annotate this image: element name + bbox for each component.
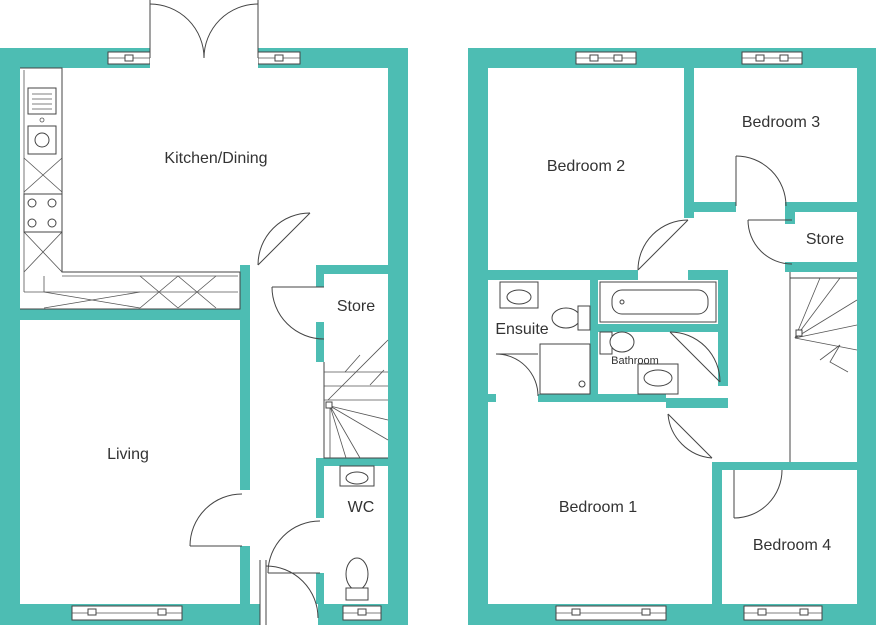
wc-basin — [339, 465, 375, 487]
room-label-bedroom3: Bedroom 3 — [742, 114, 820, 131]
ff-door-bathroom — [669, 331, 721, 383]
ff-door-ensuite — [495, 353, 539, 397]
ff-wall-ensuite-right — [590, 280, 598, 400]
ensuite-toilet — [551, 305, 591, 331]
bathroom-toilet — [599, 331, 635, 355]
ff-door-store — [747, 219, 793, 265]
ff-window-b3 — [741, 51, 803, 65]
gf-door-wc — [267, 520, 321, 574]
room-label-ensuite: Ensuite — [495, 321, 548, 338]
gf-wall-wc-top — [316, 458, 390, 466]
wc-toilet — [345, 557, 369, 601]
gf-front-door — [259, 560, 319, 625]
ff-door-b1 — [667, 413, 713, 459]
ff-door-b3 — [735, 155, 787, 207]
ff-wall-b2-right — [684, 68, 694, 218]
gf-wall-hall-left-lower — [240, 546, 250, 606]
ground-floor: Kitchen/Dining Living Store WC — [0, 0, 408, 625]
gf-wall-store-top — [316, 265, 390, 274]
ff-wall-store-bottom — [785, 262, 857, 272]
first-floor: Bedroom 2 Bedroom 3 Store Ensuite Bathro… — [468, 48, 876, 625]
ff-window-b4 — [743, 605, 823, 621]
gf-wall-right — [388, 48, 408, 625]
ff-wall-bath-right — [718, 270, 728, 386]
room-label-kitchen: Kitchen/Dining — [164, 150, 267, 167]
room-label-ff-store: Store — [806, 231, 844, 248]
ff-wall-b1-right — [712, 464, 722, 606]
kitchen-counter — [20, 67, 241, 310]
ff-door-b2 — [637, 219, 689, 271]
ff-wall-b2-bottom-right — [688, 270, 726, 280]
ensuite-shower — [539, 343, 591, 395]
gf-wall-store-left — [316, 265, 324, 287]
gf-door-living — [189, 493, 243, 547]
ff-wall-b3-bottom-left — [684, 202, 736, 212]
ff-stairs — [789, 272, 858, 462]
ff-wall-ensuite-bottom — [538, 394, 666, 402]
room-label-bedroom2: Bedroom 2 — [547, 158, 625, 175]
ff-wall-b3-bottom-right — [785, 202, 857, 212]
gf-door-kitchen — [257, 212, 311, 266]
room-label-bathroom: Bathroom — [611, 355, 659, 367]
ff-wall-ensuite-left-bottom — [488, 394, 496, 402]
ff-wall-left — [468, 48, 488, 625]
kitchen-hob — [23, 193, 63, 233]
ff-wall-right — [857, 48, 876, 625]
ff-window-b2 — [575, 51, 637, 65]
ff-window-b1 — [555, 605, 667, 621]
bathroom-basin — [637, 363, 679, 395]
ff-wall-b4-top — [712, 462, 857, 470]
room-label-bedroom1: Bedroom 1 — [559, 499, 637, 516]
gf-wall-wc-left-lower — [316, 573, 324, 606]
room-label-bedroom4: Bedroom 4 — [753, 537, 831, 554]
gf-window-living — [71, 605, 183, 621]
ff-wall-bath-div — [598, 324, 718, 332]
room-label-gf-store: Store — [337, 298, 375, 315]
gf-wall-store-left-lower — [316, 322, 324, 362]
kitchen-cabinet-crosses — [23, 157, 217, 309]
gf-wall-left — [0, 48, 20, 625]
gf-stairs — [323, 339, 389, 459]
kitchen-sink — [27, 87, 57, 155]
gf-french-doors — [149, 0, 259, 68]
ff-wall-store-left — [785, 202, 795, 224]
ensuite-basin — [499, 281, 539, 309]
gf-window-top-right — [257, 51, 301, 65]
room-label-living: Living — [107, 446, 149, 463]
gf-door-store — [271, 286, 325, 340]
room-label-wc: WC — [348, 499, 375, 516]
ff-wall-b2-bottom — [488, 270, 638, 280]
ff-wall-b1-top-right — [666, 398, 728, 408]
gf-wall-wc-left-upper — [316, 458, 324, 518]
gf-wall-kitchen-living — [20, 309, 248, 320]
ff-door-b4 — [733, 469, 783, 519]
ff-wall-top — [468, 48, 876, 68]
gf-window-top-left — [107, 51, 151, 65]
gf-window-wc — [342, 605, 382, 621]
bathroom-bath — [599, 281, 717, 323]
gf-wall-hall-left-upper — [240, 265, 250, 490]
